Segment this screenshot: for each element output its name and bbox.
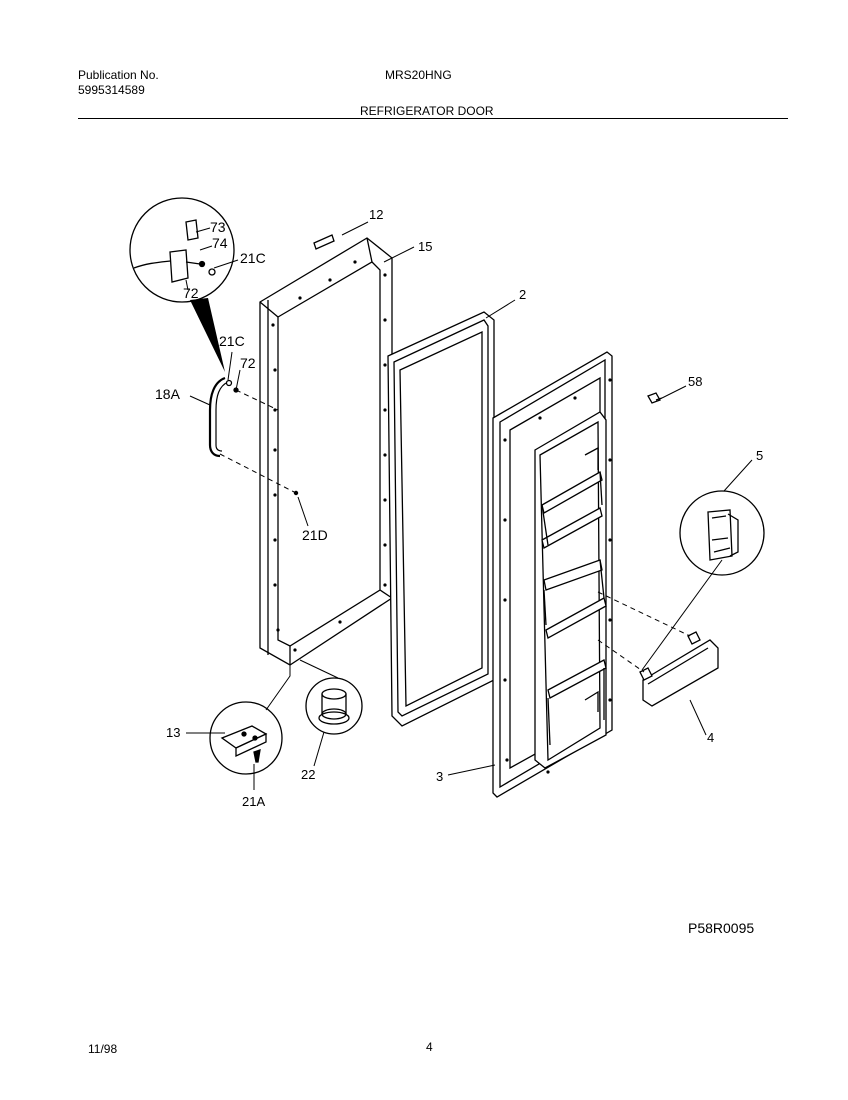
callout-22: 22 — [301, 767, 315, 782]
bushing-detail — [305, 677, 363, 735]
callout-58: 58 — [688, 374, 702, 389]
callout-21d: 21D — [302, 527, 328, 543]
callout-13: 13 — [166, 725, 180, 740]
footer-date: 11/98 — [88, 1042, 118, 1056]
assembly-dashed-lines — [219, 389, 691, 673]
rack-clip-detail — [679, 490, 765, 576]
section-title: REFRIGERATOR DOOR — [360, 104, 494, 118]
door-shelves — [541, 446, 607, 746]
leader-lines — [185, 221, 753, 790]
label-plate-part — [313, 234, 335, 250]
callout-3: 3 — [436, 769, 443, 784]
callout-15: 15 — [418, 239, 432, 254]
callout-73: 73 — [210, 219, 226, 235]
callout-74: 74 — [212, 235, 228, 251]
door-rack-part — [639, 631, 719, 707]
hinge-detail — [209, 701, 283, 775]
callout-21a: 21A — [242, 794, 265, 809]
callout-12: 12 — [369, 207, 383, 222]
inner-door-liner-part — [492, 351, 613, 798]
publication-label: Publication No. — [78, 68, 159, 82]
page-number: 4 — [426, 1040, 433, 1054]
callout-18a: 18A — [155, 386, 181, 402]
callout-72-detail: 72 — [183, 285, 199, 301]
callout-21c-detail: 21C — [240, 250, 266, 266]
header-rule — [78, 118, 788, 119]
door-frame-part — [259, 237, 393, 666]
model-number: MRS20HNG — [385, 68, 452, 82]
diagram-code: P58R0095 — [688, 920, 755, 936]
screw-58-part — [647, 392, 663, 404]
callout-4: 4 — [707, 730, 714, 745]
callout-5: 5 — [756, 448, 763, 463]
callout-2: 2 — [519, 287, 526, 302]
handle-mount-detail — [129, 197, 235, 372]
door-gasket-part — [387, 311, 495, 727]
publication-number: 5995314589 — [78, 83, 145, 97]
callout-72: 72 — [240, 355, 256, 371]
callout-21c: 21C — [219, 333, 245, 349]
door-handle-part — [208, 376, 239, 458]
